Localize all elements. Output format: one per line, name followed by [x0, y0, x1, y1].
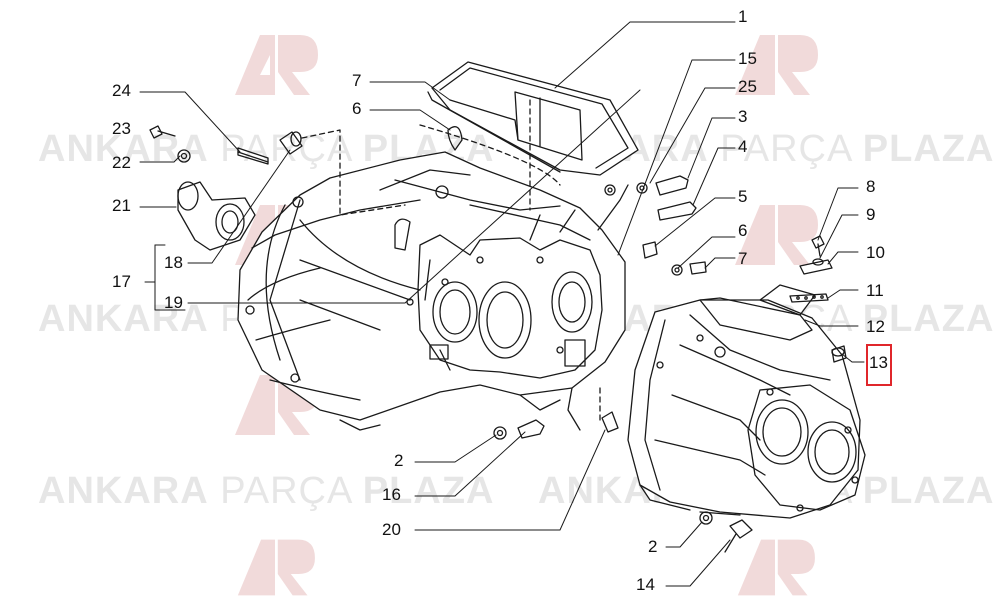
part-20-bushing [279, 131, 303, 155]
part-2b-washer [699, 511, 713, 525]
label-part-7-right: 7 [738, 249, 748, 268]
label-part-6-right: 6 [738, 221, 748, 240]
part-4-bolt [657, 201, 697, 221]
part-cover-plate [427, 61, 639, 176]
watermark-logo [235, 35, 318, 95]
part-25-washer [604, 184, 616, 196]
label-part-9: 9 [866, 205, 876, 224]
watermark-logo [735, 205, 818, 265]
label-part-19: 19 [164, 293, 183, 312]
label-part-15: 15 [738, 49, 757, 68]
part-14-bolt [724, 519, 753, 553]
watermark-logo [737, 539, 815, 596]
label-part-20: 20 [382, 520, 401, 539]
label-part-6-left: 6 [352, 99, 362, 118]
part-10-plate [799, 259, 833, 275]
label-part-21: 21 [112, 196, 131, 215]
label-part-4: 4 [738, 137, 748, 156]
part-9-washer [812, 258, 824, 266]
part-23-bolt [149, 125, 176, 139]
watermark-text: ANKARA PARÇA PLAZA [38, 128, 495, 170]
part-21-guide-sleeve [177, 181, 256, 251]
part-24-stud [237, 147, 269, 165]
label-part-1: 1 [738, 7, 748, 26]
part-5-bushing [642, 241, 658, 259]
highlight-box-part-13 [866, 344, 892, 386]
label-part-8: 8 [866, 177, 876, 196]
part-7-screw [689, 261, 707, 275]
watermark-logo [735, 35, 818, 95]
label-part-23: 23 [112, 119, 131, 138]
part-16-bolt [517, 419, 545, 439]
label-part-16: 16 [382, 485, 401, 504]
label-part-11: 11 [866, 281, 884, 300]
label-part-18: 18 [164, 253, 183, 272]
part-13-plug [831, 345, 847, 363]
label-part-3: 3 [738, 107, 748, 126]
part-clutch-housing [237, 151, 626, 431]
label-part-14: 14 [636, 575, 655, 594]
watermark-text: ANKARA PARÇA PLAZA [38, 470, 495, 512]
label-part-12: 12 [866, 317, 885, 336]
part-3-bolt [655, 175, 689, 196]
label-part-2-bottom: 2 [648, 537, 658, 556]
watermark-logo [237, 539, 315, 596]
part-gearbox-housing [627, 284, 866, 519]
label-part-10: 10 [866, 243, 885, 262]
label-part-13: 13 [869, 353, 888, 372]
label-part-22: 22 [112, 153, 131, 172]
part-2-washer [493, 426, 507, 440]
part-11-gasket [789, 293, 829, 303]
label-part-7-left: 7 [352, 71, 362, 90]
part-6-clip [447, 126, 463, 151]
label-part-25: 25 [738, 77, 757, 96]
part-20-dowel [601, 411, 619, 433]
label-part-5: 5 [738, 187, 748, 206]
label-part-2-top: 2 [394, 451, 404, 470]
part-22-nut [177, 149, 191, 163]
part-8-bolt [811, 235, 825, 257]
label-part-17: 17 [112, 272, 131, 291]
label-part-24: 24 [112, 81, 131, 100]
part-6-washer [671, 264, 683, 276]
